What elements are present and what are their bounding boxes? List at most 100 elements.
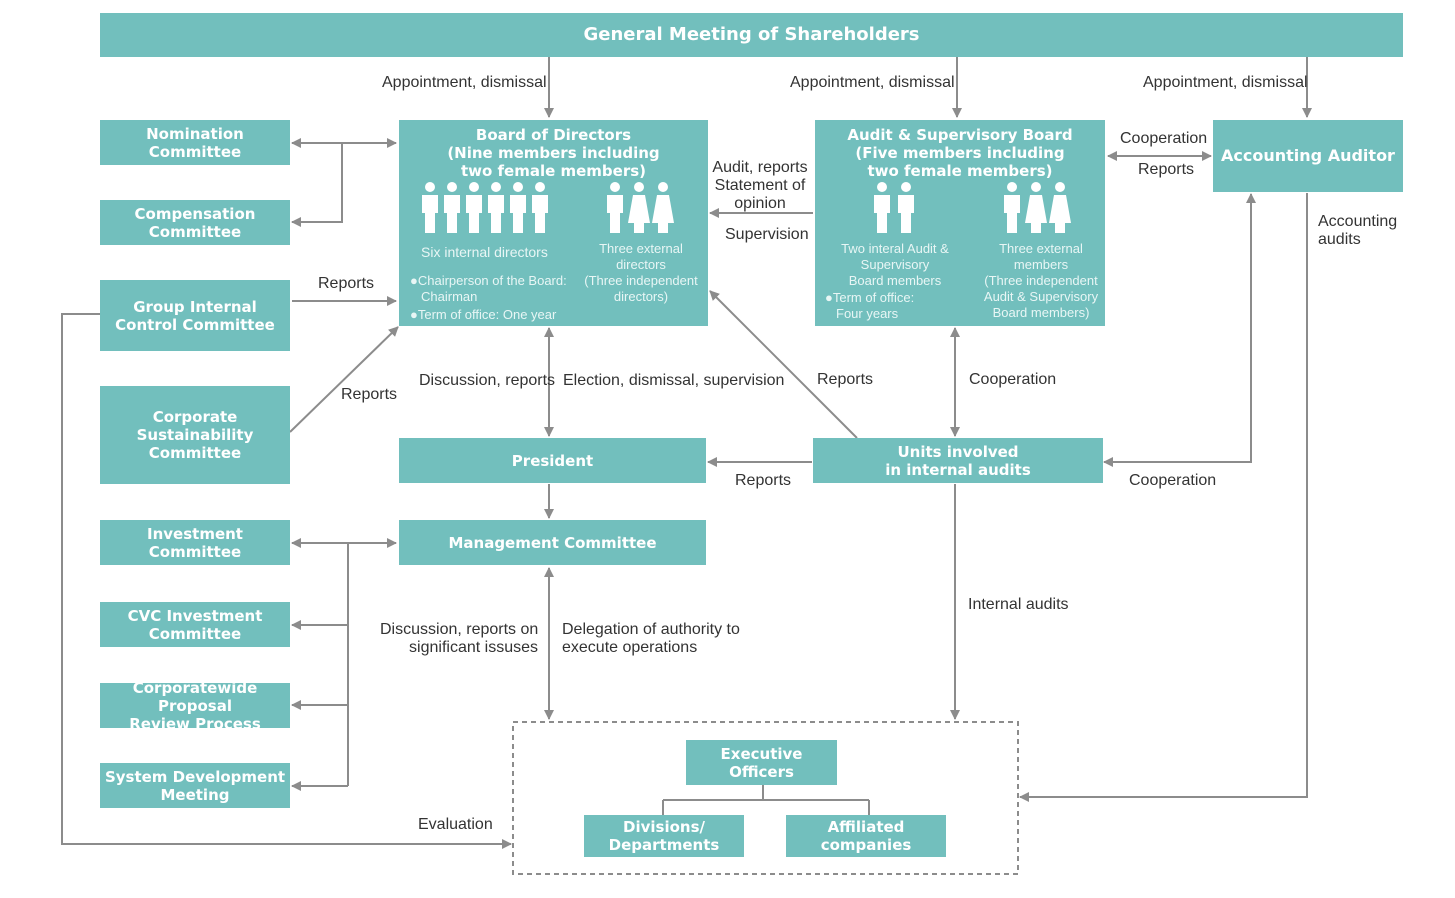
audit-board-subtitle-2: two female members) xyxy=(867,162,1053,180)
shareholders-label: General Meeting of Shareholders xyxy=(583,24,920,45)
group-internal-line-2: Control Committee xyxy=(115,315,275,334)
external-directors-line-4: directors) xyxy=(613,289,669,304)
system-line-2: Meeting xyxy=(160,785,230,804)
nomination-line-1: Nomination xyxy=(146,124,244,143)
board-term-note: ●Term of office: One year xyxy=(410,307,557,322)
reports-label-units: Reports xyxy=(817,371,874,388)
cvc-line-2: Committee xyxy=(148,624,242,643)
shareholders-box: General Meeting of Shareholders xyxy=(100,13,1403,57)
cvc-line-1: CVC Investment xyxy=(127,606,263,625)
divisions-line-1: Divisions/ xyxy=(623,818,705,836)
delegation-label: Delegation of authority to execute opera… xyxy=(562,621,740,657)
sustainability-line-2: Sustainability xyxy=(136,426,254,444)
cooperation-label-low: Cooperation xyxy=(1129,472,1217,489)
internal-audit-line-2: Supervisory xyxy=(860,257,930,272)
audit-term-line-1: ●Term of office: xyxy=(825,290,915,305)
compensation-committee-box: Compensation Committee xyxy=(100,200,290,245)
external-audit-members-icon xyxy=(1004,182,1071,233)
cooperation-label-mid: Cooperation xyxy=(969,371,1057,388)
audit-reports-label: Audit, reports Statement of opinion xyxy=(712,159,808,213)
president-label: President xyxy=(511,451,594,470)
external-audit-line-4: Audit & Supervisory xyxy=(983,289,1099,304)
nomination-line-2: Committee xyxy=(148,142,242,161)
appointment-label-1: Appointment, dismissal xyxy=(382,74,547,91)
internal-audit-members-icon xyxy=(874,182,914,233)
management-committee-box: Management Committee xyxy=(399,520,706,565)
affiliated-line-1: Affiliated xyxy=(827,818,905,836)
proposal-review-box: Corporatewide Proposal Review Process xyxy=(100,679,290,733)
affiliated-line-2: companies xyxy=(820,836,912,854)
cvc-investment-committee-box: CVC Investment Committee xyxy=(100,602,290,647)
external-audit-members-label: Three external members (Three independen… xyxy=(978,241,1104,321)
reports-label-president: Reports xyxy=(735,472,792,489)
discussion-significant-line-2: significant issuses xyxy=(409,639,538,656)
system-development-box: System Development Meeting xyxy=(100,763,290,808)
external-directors-line-2: directors xyxy=(616,257,666,272)
accounting-auditor-label: Accounting Auditor xyxy=(1221,146,1395,165)
delegation-line-1: Delegation of authority to xyxy=(562,621,740,638)
accounting-audits-line-2: audits xyxy=(1318,231,1361,248)
accounting-audits-label: Accounting audits xyxy=(1318,213,1397,249)
sustainability-committee-box: Corporate Sustainability Committee xyxy=(100,386,290,484)
reports-label-top: Reports xyxy=(1138,161,1195,178)
audit-board-title: Audit & Supervisory Board xyxy=(847,126,1073,144)
internal-directors-label: Six internal directors xyxy=(421,244,548,260)
audit-reports-line-2: Statement of xyxy=(714,177,806,194)
external-directors-icon xyxy=(607,182,674,233)
discussion-significant-line-1: Discussion, reports on xyxy=(380,621,539,638)
board-title: Board of Directors xyxy=(475,126,632,144)
cooperation-label-top: Cooperation xyxy=(1120,130,1208,147)
external-directors-line-3: (Three independent xyxy=(584,273,698,288)
chairperson-note-line-1: ●Chairperson of the Board: xyxy=(410,273,567,288)
board-subtitle-2: two female members) xyxy=(460,162,647,180)
investment-line-2: Committee xyxy=(148,542,242,561)
units-line-1: Units involved xyxy=(897,442,1019,461)
external-audit-line-2: members xyxy=(1013,257,1069,272)
nomination-committee-box: Nomination Committee xyxy=(100,120,290,165)
external-directors-line-1: Three external xyxy=(599,241,683,256)
internal-audits-label: Internal audits xyxy=(968,596,1069,613)
divisions-line-2: Departments xyxy=(608,836,720,854)
internal-audit-members-label: Two interal Audit & Supervisory Board me… xyxy=(826,241,964,289)
audit-board-subtitle-1: (Five members including xyxy=(855,144,1065,162)
investment-line-1: Investment xyxy=(147,524,243,543)
sustainability-line-1: Corporate xyxy=(152,408,238,426)
reports-label-sustainability: Reports xyxy=(341,386,398,403)
accounting-auditor-box: Accounting Auditor xyxy=(1213,120,1403,192)
audit-term-note: ●Term of office: Four years xyxy=(825,290,914,322)
audit-reports-line-1: Audit, reports xyxy=(712,159,808,176)
system-line-1: System Development xyxy=(104,767,286,786)
reports-label-group-internal: Reports xyxy=(318,275,375,292)
accounting-audits-line-1: Accounting xyxy=(1318,213,1398,230)
external-audit-line-3: (Three independent xyxy=(984,273,1098,288)
evaluation-label: Evaluation xyxy=(418,816,493,833)
executive-officers-box: Executive Officers xyxy=(686,740,837,785)
investment-committee-box: Investment Committee xyxy=(100,520,290,565)
affiliated-companies-box: Affiliated companies xyxy=(786,815,946,857)
external-audit-line-1: Three external xyxy=(999,241,1083,256)
group-internal-line-1: Group Internal xyxy=(133,297,257,316)
compensation-line-2: Committee xyxy=(148,222,242,241)
units-line-2: in internal audits xyxy=(885,460,1031,479)
internal-directors-icon xyxy=(422,182,548,233)
delegation-line-2: execute operations xyxy=(562,639,698,656)
audit-reports-line-3: opinion xyxy=(734,195,786,212)
election-dismissal-label: Election, dismissal, supervision xyxy=(563,372,785,389)
discussion-significant-label: Discussion, reports on significant issus… xyxy=(380,621,538,657)
divisions-departments-box: Divisions/ Departments xyxy=(584,815,744,857)
supervision-label: Supervision xyxy=(725,226,809,243)
group-internal-control-box: Group Internal Control Committee xyxy=(100,280,290,351)
chairperson-note: ●Chairperson of the Board: Chairman xyxy=(410,273,567,305)
board-subtitle-1: (Nine members including xyxy=(447,144,660,162)
internal-audit-line-3: Board members xyxy=(848,273,942,288)
appointment-label-2: Appointment, dismissal xyxy=(790,74,955,91)
internal-audit-line-1: Two interal Audit & xyxy=(841,241,949,256)
units-internal-audits-box: Units involved in internal audits xyxy=(813,438,1103,483)
audit-term-line-2: Four years xyxy=(836,306,899,321)
appointment-label-3: Appointment, dismissal xyxy=(1143,74,1308,91)
external-audit-line-5: Board members) xyxy=(992,305,1090,320)
executive-line-1: Executive xyxy=(720,744,803,763)
proposal-line-1: Corporatewide Proposal xyxy=(132,678,258,715)
external-directors-label: Three external directors (Three independ… xyxy=(582,241,700,305)
sustainability-line-3: Committee xyxy=(148,444,242,462)
